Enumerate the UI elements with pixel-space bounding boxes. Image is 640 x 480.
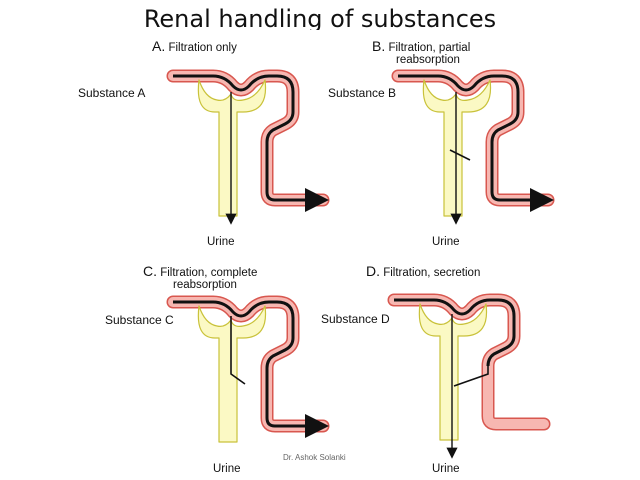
panel-d-title-line-1: Filtration, secretion bbox=[383, 267, 481, 279]
nephron-b bbox=[398, 76, 548, 225]
credit-text: Dr. Ashok Solanki bbox=[283, 453, 346, 462]
panel-d-letter: D. bbox=[366, 263, 380, 279]
nephron-c bbox=[173, 302, 323, 442]
panel-c-title: C. Filtration, complete reabsorption bbox=[143, 263, 258, 291]
panel-c-title-line-2: reabsorption bbox=[173, 279, 237, 291]
substance-b-label: Substance B bbox=[328, 86, 397, 100]
panel-c-letter: C. bbox=[143, 263, 157, 279]
urine-c-label: Urine bbox=[213, 463, 241, 475]
slide-title: Renal handling of substances bbox=[143, 5, 497, 30]
urine-d-label: Urine bbox=[432, 463, 460, 475]
panel-a-title: A. Filtration only bbox=[152, 38, 237, 54]
substance-a-label: Substance A bbox=[78, 86, 146, 100]
urine-a-label: Urine bbox=[207, 236, 235, 248]
panel-b-title: B. Filtration, partial reabsorption bbox=[372, 38, 471, 66]
nephron-a bbox=[173, 76, 323, 225]
substance-d-label: Substance D bbox=[321, 312, 390, 326]
panel-d-title: D. Filtration, secretion bbox=[366, 263, 481, 279]
panel-b-title-line-2: reabsorption bbox=[396, 54, 460, 66]
panel-c-title-line-1: Filtration, complete bbox=[160, 267, 258, 279]
urine-b-label: Urine bbox=[432, 236, 460, 248]
panel-b-letter: B. bbox=[372, 38, 386, 54]
panel-a-title-line-1: Filtration only bbox=[168, 42, 237, 54]
panel-a-letter: A. bbox=[152, 38, 166, 54]
nephron-d bbox=[394, 300, 544, 459]
panel-b-title-line-1: Filtration, partial bbox=[388, 42, 471, 54]
substance-c-label: Substance C bbox=[105, 313, 174, 327]
